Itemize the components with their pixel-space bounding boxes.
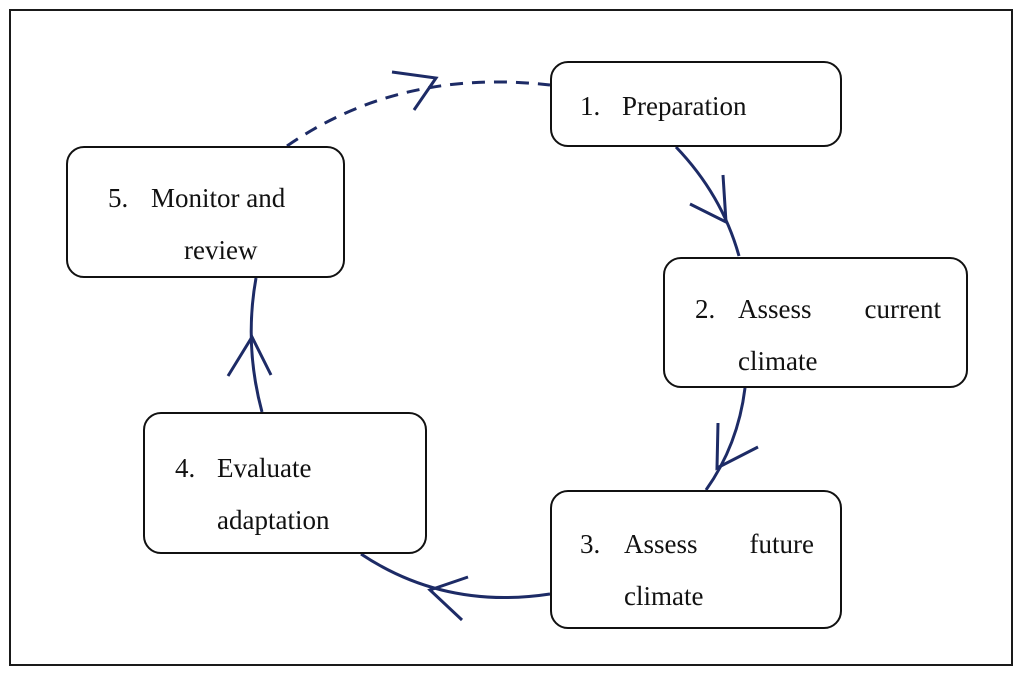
step-2-word-current: current: [864, 294, 941, 324]
arrowhead-2-to-3: [715, 422, 759, 471]
step-3-line2: climate: [624, 581, 704, 611]
step-5-box: 5. Monitor and review: [66, 146, 345, 278]
step-2-box: 2. Assess current climate: [663, 257, 968, 388]
step-2-line2: climate: [738, 346, 818, 376]
step-5-line2: review: [184, 235, 258, 265]
diagram-frame: [9, 9, 1013, 666]
arrowhead-4-to-5: [226, 333, 273, 377]
step-1-label: Preparation: [622, 91, 747, 121]
step-2-number: 2.: [695, 294, 716, 324]
step-2-line1: Assess current: [738, 283, 941, 335]
arrowhead-1-to-2: [689, 174, 728, 225]
connector-2-to-3: [704, 387, 747, 491]
step-3-line1: Assess future: [624, 518, 814, 570]
step-4-box: 4. Evaluate adaptation: [143, 412, 427, 554]
arrowhead-3-to-4: [427, 575, 469, 622]
step-1-box: 1. Preparation: [550, 61, 842, 147]
connector-5-to-1: [286, 80, 551, 148]
connector-4-to-5: [249, 277, 264, 413]
step-5-line1: Monitor and: [151, 183, 286, 213]
step-3-word-future: future: [749, 529, 814, 559]
step-4-line2: adaptation: [217, 505, 330, 535]
arrowhead-5-to-1: [391, 70, 439, 111]
connector-3-to-4: [360, 552, 551, 600]
step-3-word-assess: Assess: [624, 529, 698, 559]
step-1-number: 1.: [580, 91, 601, 121]
step-3-box: 3. Assess future climate: [550, 490, 842, 629]
connector-1-to-2: [674, 145, 741, 257]
step-5-number: 5.: [108, 183, 129, 213]
step-4-number: 4.: [175, 453, 196, 483]
step-3-number: 3.: [580, 529, 601, 559]
step-4-line1: Evaluate: [217, 453, 312, 483]
step-2-word-assess: Assess: [738, 294, 812, 324]
